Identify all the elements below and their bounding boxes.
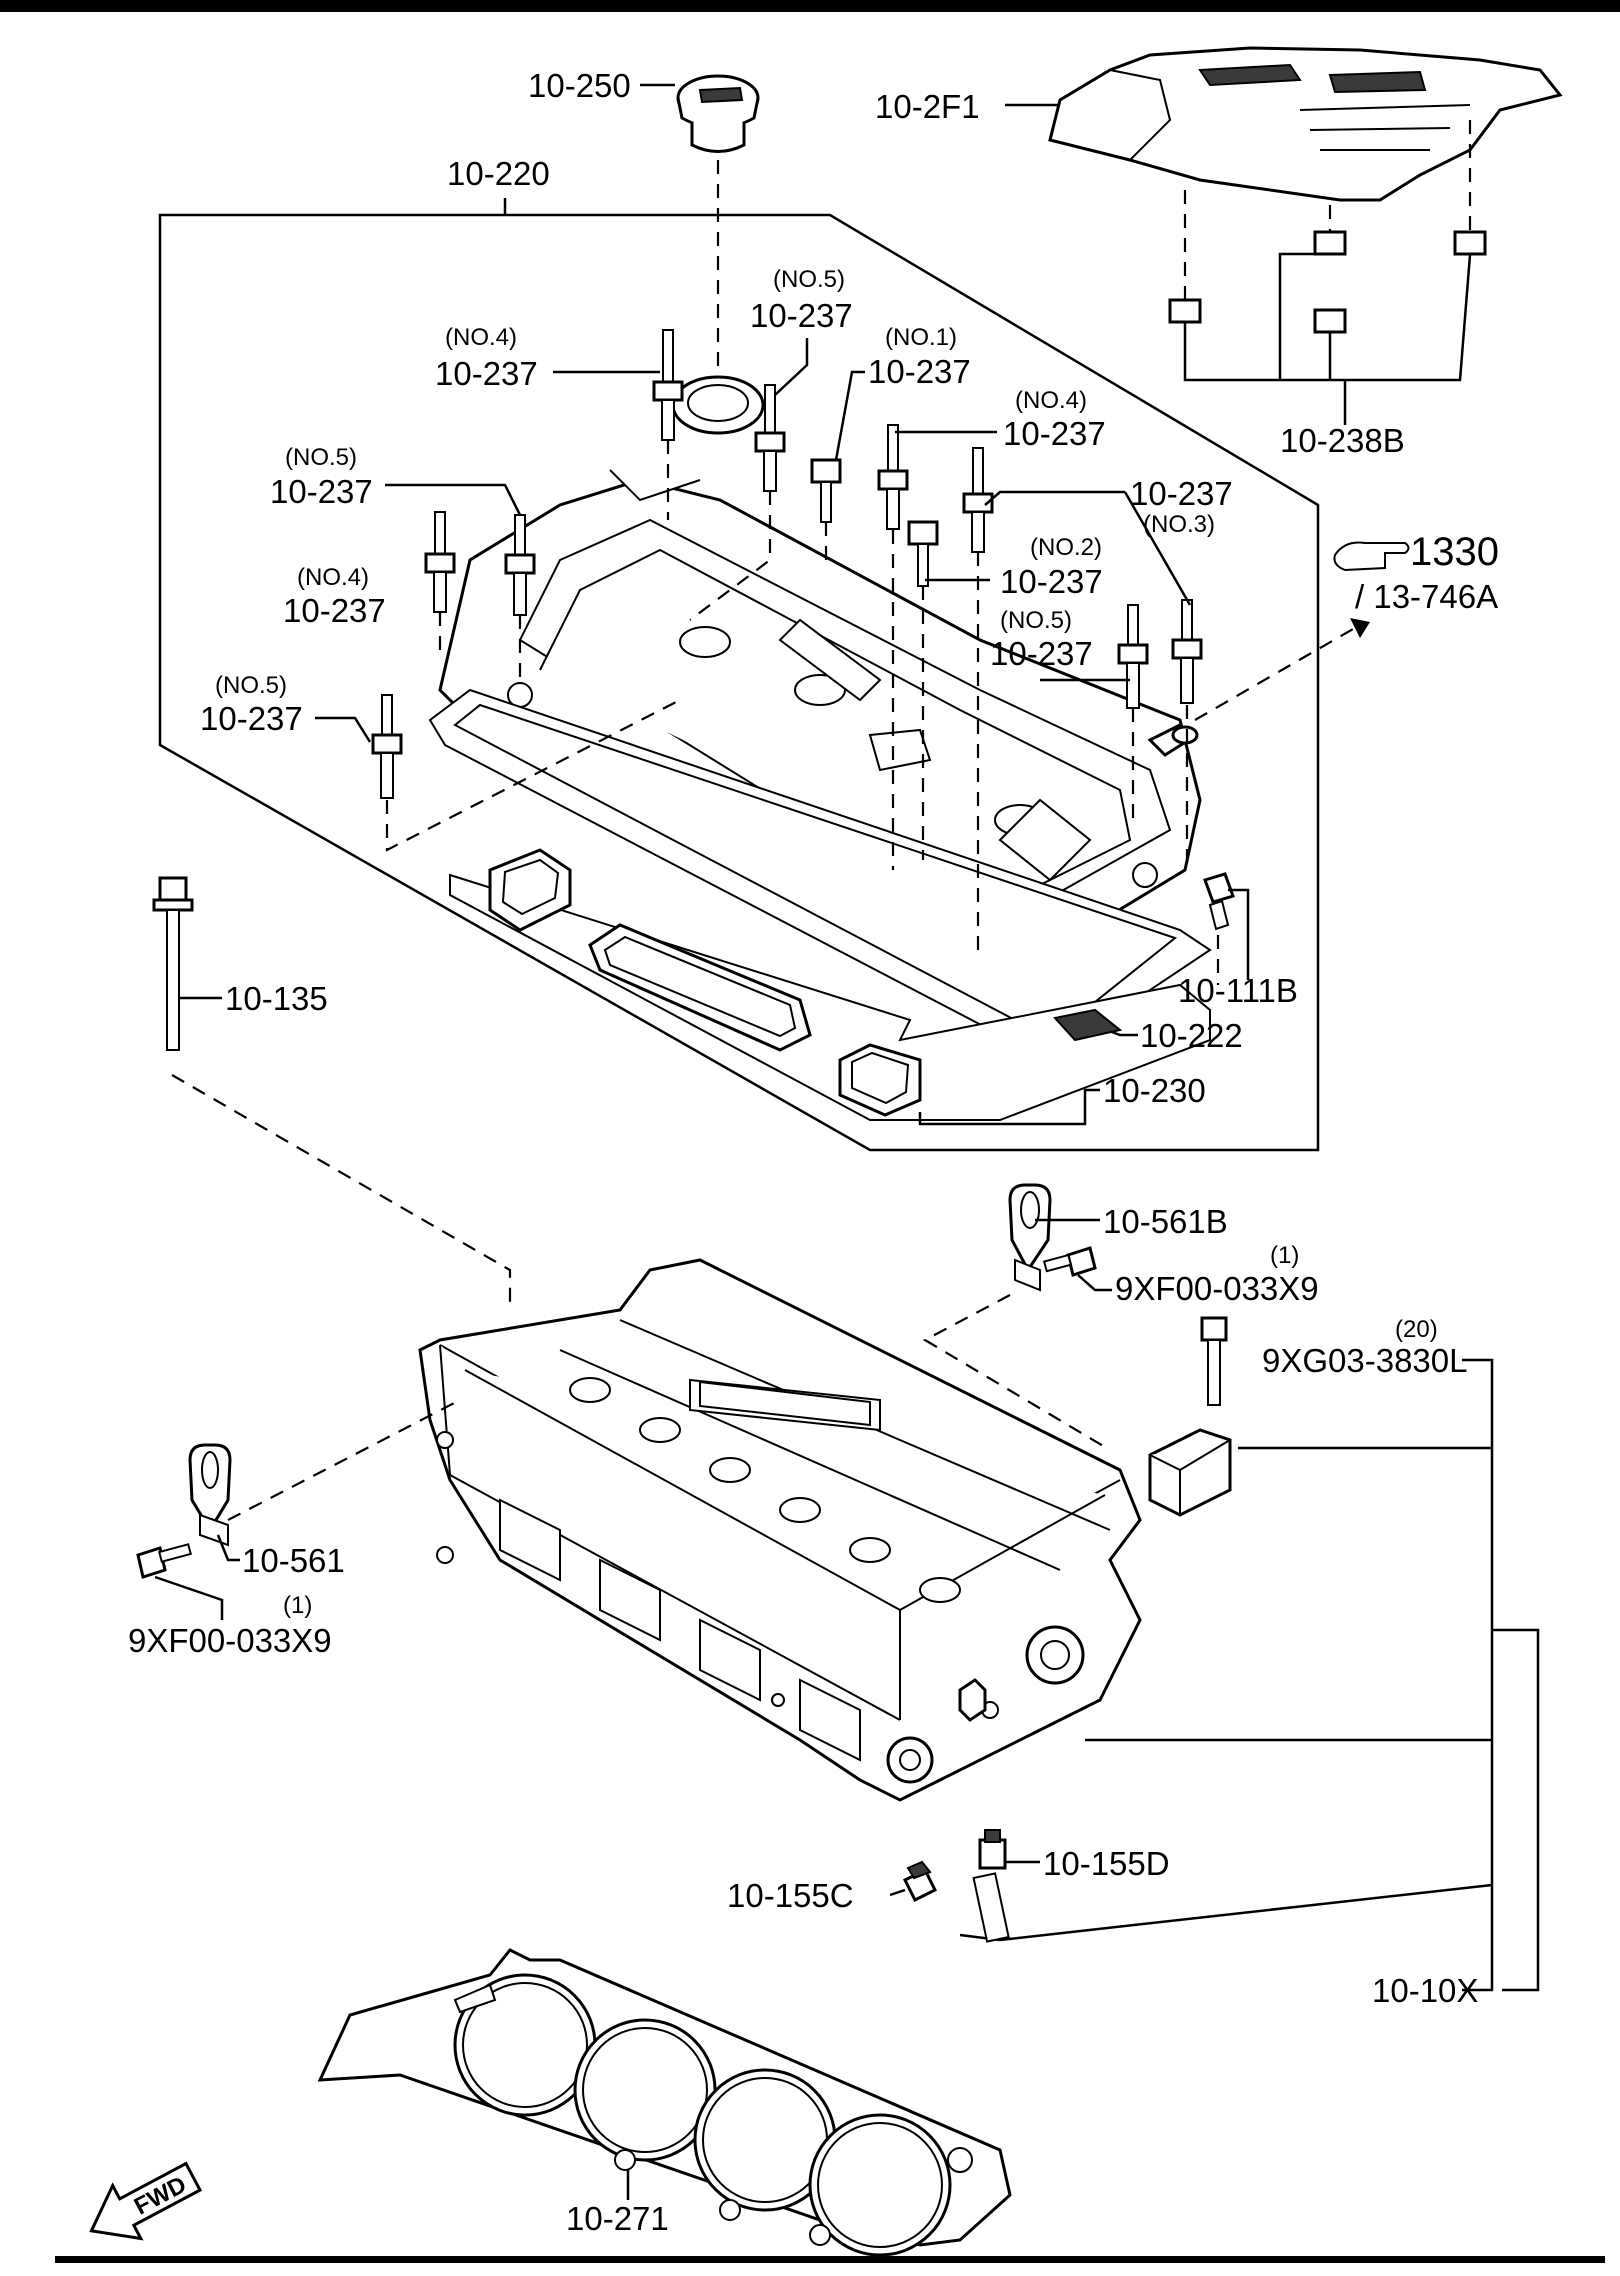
label-ref-group: 1330: [1410, 530, 1499, 574]
label-bolt-no4-c: 10-237: [283, 592, 386, 629]
label-head-cover-gasket: 10-230: [1103, 1072, 1206, 1109]
qualifier-bolt-hanger-front: (1): [283, 1592, 312, 1619]
label-cap-bolt: 9XG03-3830L: [1262, 1342, 1468, 1379]
qualifier-bolt-no1: (NO.1): [885, 324, 957, 351]
label-bolt-no2: 10-237: [1000, 563, 1103, 600]
label-engine-cover: 10-2F1: [875, 88, 980, 125]
label-bolt-no3: 10-237: [1130, 475, 1233, 512]
label-cylinder-head-assy: 10-10X: [1372, 1972, 1478, 2009]
qualifier-bolt-no4-a: (NO.4): [445, 324, 517, 351]
head-cover-gasket-part: [428, 688, 1212, 1052]
labels: 10-250 10-2F1 10-220 (NO.5) 10-237 (NO.1…: [128, 67, 1499, 2237]
qualifier-bolt-no3: (NO.3): [1143, 511, 1215, 538]
cylinder-head-cover-part: [438, 375, 1202, 973]
valve-seal-part: [902, 1860, 938, 1903]
label-oil-filler-cap: 10-250: [528, 67, 631, 104]
valve-guide-part: [972, 1829, 1010, 1943]
label-head-bolt: 10-135: [225, 980, 328, 1017]
qualifier-bolt-no4-c: (NO.4): [297, 564, 369, 591]
fwd-arrow: FWD: [89, 2161, 203, 2241]
label-bolt-no5-d: 10-237: [200, 700, 303, 737]
label-bolt-no5-a: 10-237: [750, 297, 853, 334]
label-cover-grommet: 10-238B: [1280, 422, 1405, 459]
label-gasket-222: 10-222: [1140, 1017, 1243, 1054]
head-cover-frame: [158, 213, 1320, 1152]
qualifier-cap-bolt: (20): [1395, 1316, 1438, 1343]
qualifier-bolt-no5-a: (NO.5): [773, 266, 845, 293]
oil-filler-cap-part: [676, 74, 760, 153]
label-head-gasket: 10-271: [566, 2200, 669, 2237]
label-engine-hanger-rear: 10-561B: [1103, 1203, 1228, 1240]
engine-hanger-front-part: [188, 1443, 232, 1547]
engine-cover-part: [1048, 46, 1563, 202]
qualifier-bolt-no4-b: (NO.4): [1015, 387, 1087, 414]
qualifier-bolt-no5-b: (NO.5): [285, 444, 357, 471]
bottom-rule: [55, 2256, 1605, 2263]
label-bolt-no4-a: 10-237: [435, 355, 538, 392]
qualifier-bolt-no2: (NO.2): [1030, 534, 1102, 561]
cap-bolt-part: [1200, 1316, 1228, 1406]
label-engine-hanger-front: 10-561: [242, 1542, 345, 1579]
stud-bolts: [371, 329, 1203, 799]
plug-seals-part: [449, 848, 1211, 1121]
qualifier-bolt-hanger-rear: (1): [1270, 1242, 1299, 1269]
label-pcv-valve: 10-111B: [1178, 972, 1298, 1009]
label-bolt-no5-b: 10-237: [270, 473, 373, 510]
bolt-hanger-rear-part: [1042, 1246, 1097, 1277]
head-bolt-part: [152, 876, 194, 1051]
bolt-hanger-front-part: [136, 1543, 193, 1579]
head-gasket-part: [317, 1948, 1012, 2257]
pointing-hand-icon: [1333, 541, 1410, 572]
label-bolt-no5-c: 10-237: [990, 635, 1093, 672]
label-bolt-no4-b: 10-237: [1003, 415, 1106, 452]
engine-hanger-rear-part: [1008, 1183, 1052, 1292]
top-rule: [0, 0, 1620, 12]
qualifier-bolt-no5-c: (NO.5): [1000, 607, 1072, 634]
grommets-part: [1168, 230, 1487, 334]
qualifier-bolt-no5-d: (NO.5): [215, 672, 287, 699]
label-bolt-no1: 10-237: [868, 353, 971, 390]
label-cylinder-head-cover: 10-220: [447, 155, 550, 192]
label-bolt-hanger-rear: 9XF00-033X9: [1115, 1270, 1319, 1307]
label-ref-part: / 13-746A: [1355, 578, 1498, 615]
label-valve-seal-c: 10-155C: [727, 1877, 854, 1914]
label-bolt-hanger-front: 9XF00-033X9: [128, 1622, 332, 1659]
label-valve-guide-d: 10-155D: [1043, 1845, 1170, 1882]
cylinder-head-part: [418, 1258, 1232, 1802]
pcv-valve-part: [1203, 872, 1235, 931]
